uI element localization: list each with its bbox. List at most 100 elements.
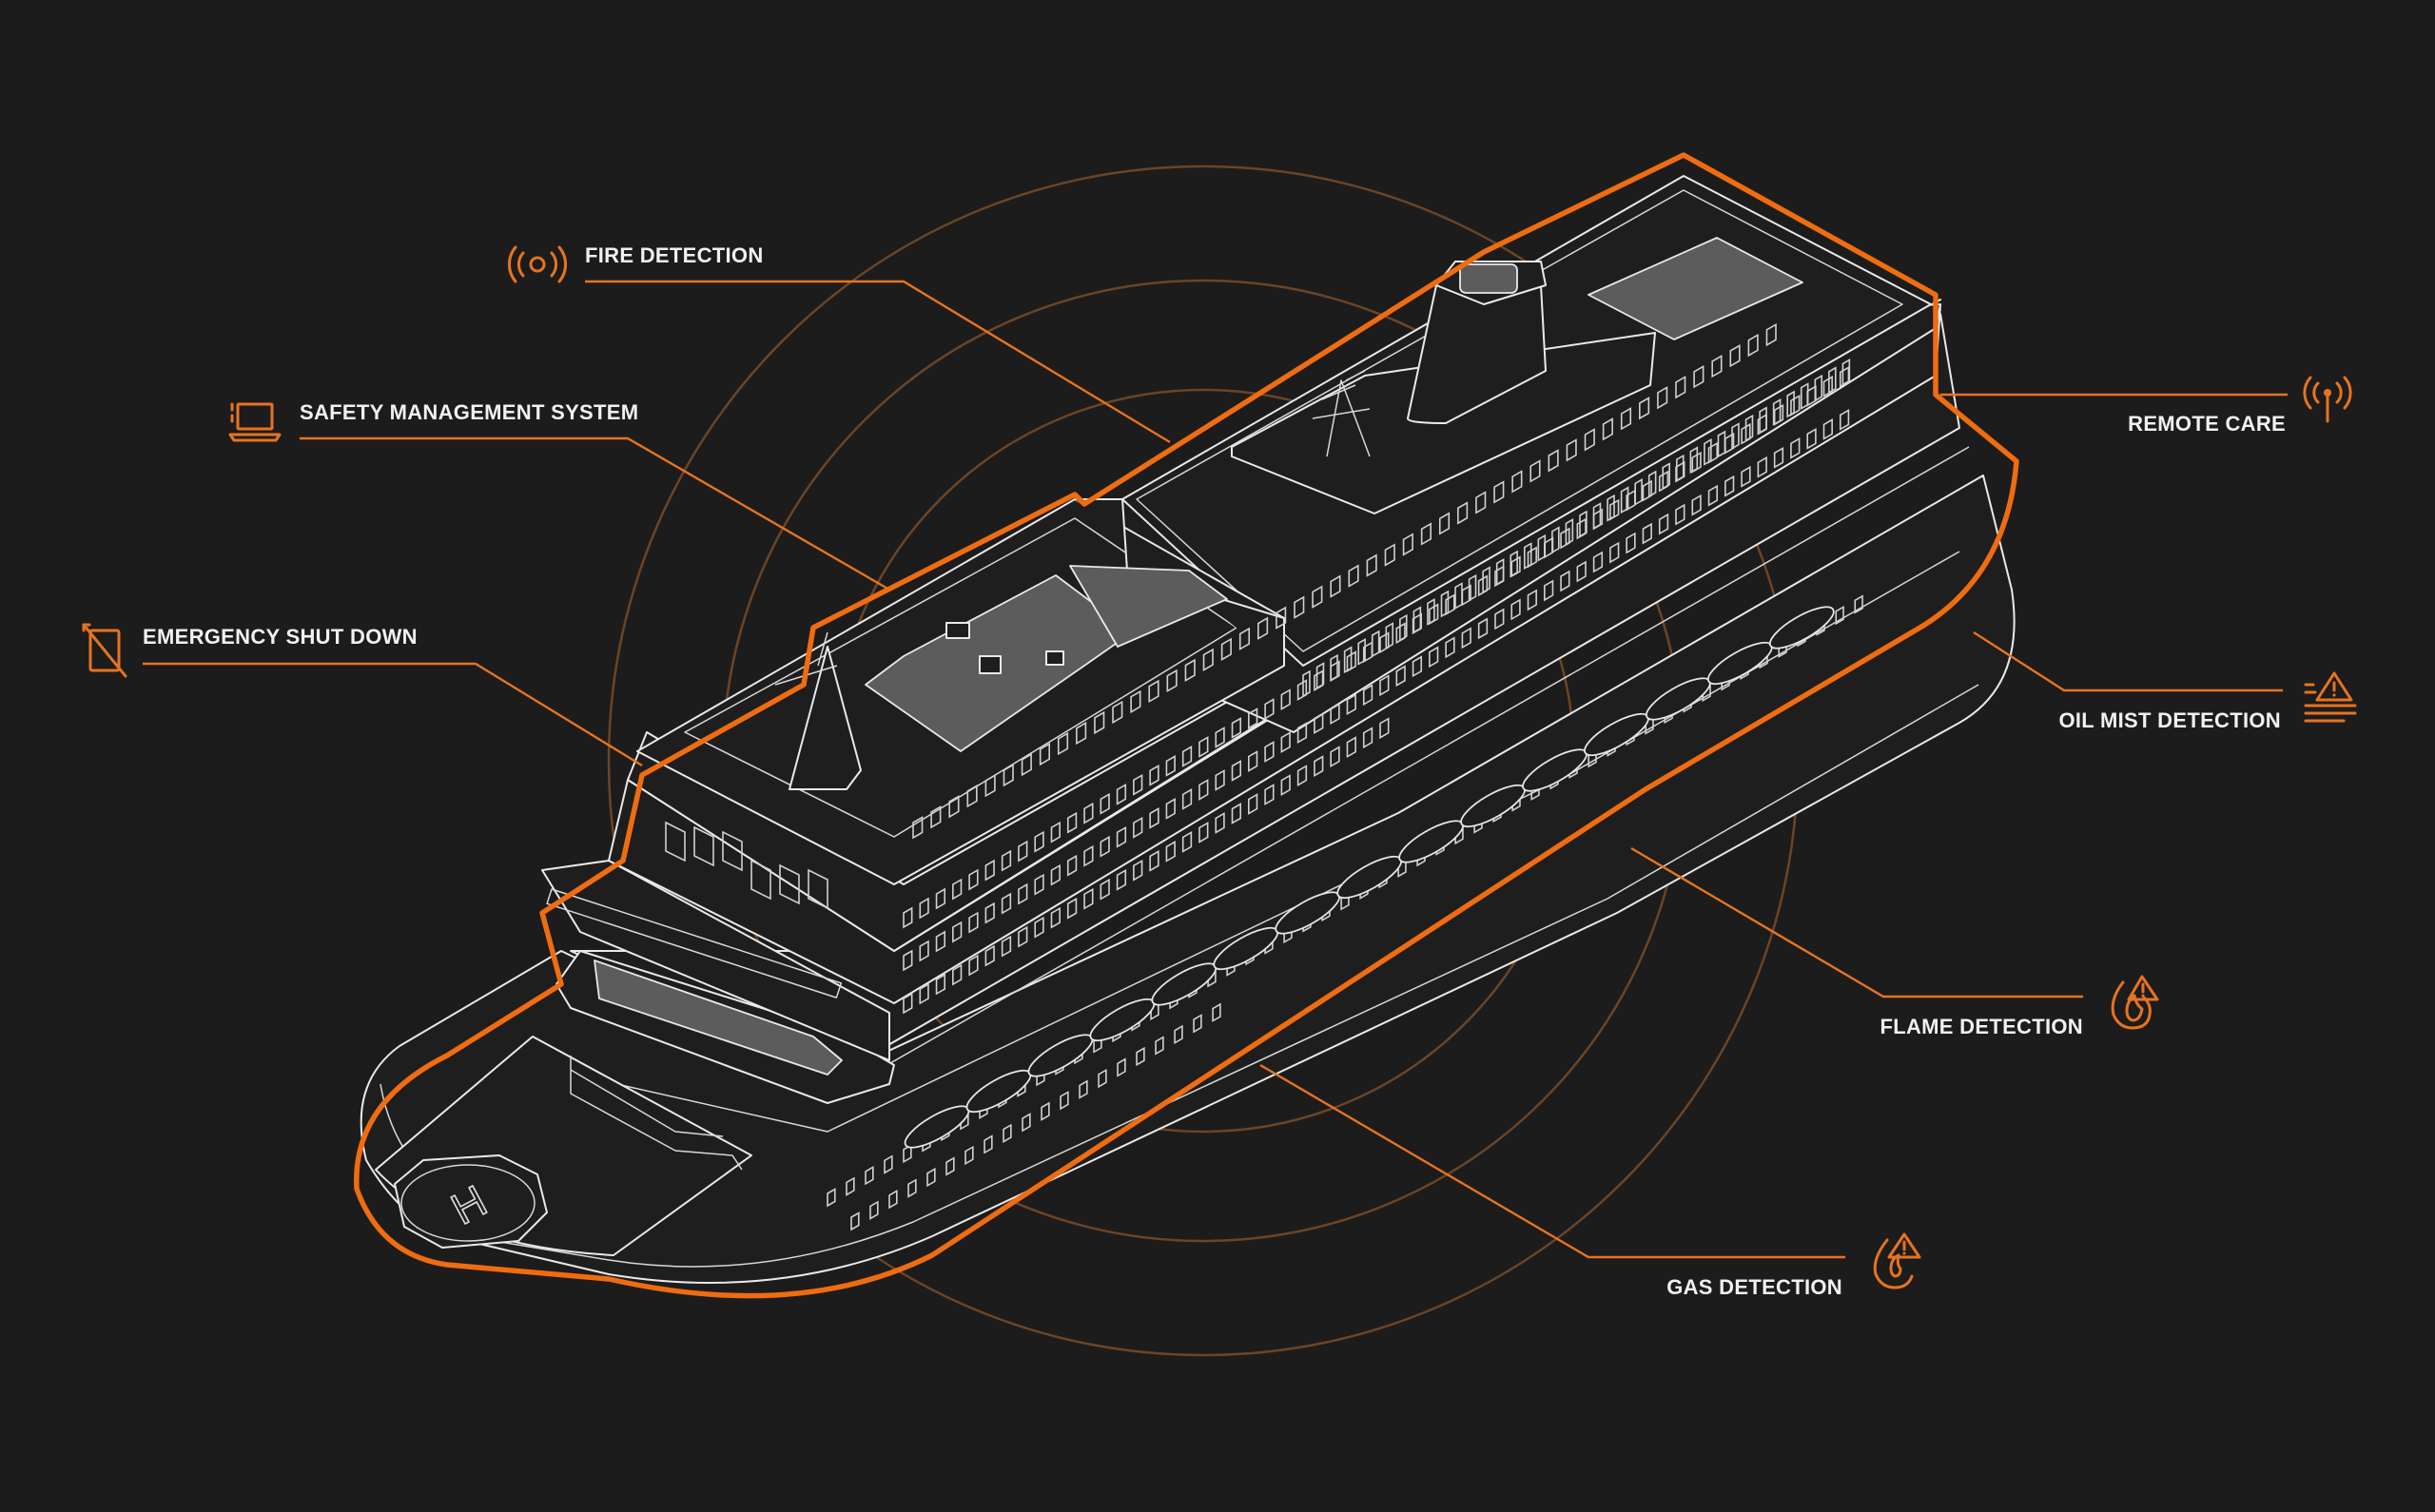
callout-leaders bbox=[143, 280, 2288, 1259]
cabin-window bbox=[1429, 646, 1439, 669]
cabin-window bbox=[1527, 546, 1537, 569]
deck-window bbox=[1057, 731, 1069, 756]
hull-waterline bbox=[408, 684, 1979, 1268]
cabin-window bbox=[1133, 859, 1143, 882]
cabin-window bbox=[984, 901, 995, 924]
forward-glass-deck bbox=[594, 960, 843, 1076]
deck-window bbox=[1202, 648, 1214, 671]
balcony-window bbox=[1343, 646, 1353, 674]
cabin-window bbox=[1658, 513, 1669, 535]
balcony-window bbox=[1800, 382, 1809, 410]
cabin-window bbox=[935, 930, 946, 953]
funnel-cap bbox=[1459, 263, 1518, 294]
cabin-window bbox=[984, 944, 995, 967]
helipad-octagon bbox=[394, 1154, 548, 1249]
balcony-window bbox=[1315, 662, 1325, 689]
cabin-window bbox=[919, 982, 929, 1005]
cabin-window bbox=[1592, 551, 1604, 573]
cabin-window bbox=[1165, 841, 1176, 863]
label-fire-detection: FIRE DETECTION bbox=[585, 243, 764, 267]
cabin-window bbox=[1018, 840, 1028, 863]
cabin-window bbox=[1198, 736, 1209, 758]
porthole bbox=[945, 1156, 955, 1176]
porthole bbox=[1854, 594, 1863, 614]
bridge-vent-3 bbox=[979, 655, 1002, 674]
cabin-window bbox=[1691, 494, 1702, 516]
gas-warning-icon bbox=[1873, 1232, 1921, 1289]
cabin-window bbox=[952, 878, 963, 901]
cabin-window bbox=[1264, 698, 1275, 720]
cabin-window bbox=[1231, 803, 1241, 824]
deck-window bbox=[1166, 669, 1178, 693]
label-gas-detection: GAS DETECTION bbox=[1666, 1275, 1842, 1299]
cabin-window bbox=[1018, 925, 1028, 948]
cabin-window bbox=[1395, 665, 1406, 688]
cabin-window bbox=[1231, 717, 1241, 739]
deck-window bbox=[1384, 543, 1395, 567]
cabin-window bbox=[935, 887, 946, 910]
superstructure-windows bbox=[903, 322, 1851, 1015]
deck-window bbox=[1584, 428, 1595, 452]
cabin-window bbox=[1116, 868, 1127, 891]
label-remote-care: REMOTE CARE bbox=[2128, 412, 2286, 436]
deck-window bbox=[1238, 627, 1251, 650]
cabin-window bbox=[1461, 627, 1471, 649]
cruise-ship: H bbox=[354, 152, 2019, 1299]
porthole bbox=[865, 1166, 874, 1186]
porthole bbox=[907, 1178, 917, 1198]
cabin-window bbox=[1675, 460, 1685, 483]
cabin-window bbox=[903, 949, 913, 972]
cabin-window bbox=[1314, 755, 1324, 778]
cabin-window bbox=[1034, 916, 1044, 939]
cabin-window bbox=[1296, 765, 1308, 786]
helipad-circle bbox=[400, 1164, 536, 1242]
cabin-window bbox=[1066, 811, 1078, 834]
label-emergency-shut-down: EMERGENCY SHUT DOWN bbox=[143, 625, 418, 649]
cabin-window bbox=[1198, 822, 1209, 843]
porthole bbox=[1098, 1068, 1107, 1089]
cabin-window bbox=[1346, 650, 1356, 673]
cabin-window bbox=[1280, 774, 1291, 796]
cabin-window bbox=[1215, 812, 1225, 834]
deck-window bbox=[1548, 449, 1559, 473]
cabin-window bbox=[984, 859, 995, 882]
cabin-window bbox=[1510, 598, 1521, 621]
porthole bbox=[984, 1134, 993, 1154]
sun-deck-panel bbox=[1588, 237, 1803, 340]
cabin-window bbox=[1839, 409, 1850, 431]
deck-window bbox=[1639, 397, 1650, 420]
cabin-window bbox=[1001, 935, 1012, 958]
porthole bbox=[888, 1190, 898, 1210]
porthole bbox=[1835, 605, 1844, 626]
deck-window bbox=[1039, 742, 1050, 766]
cabin-window bbox=[968, 954, 979, 977]
balcony-window bbox=[1385, 622, 1394, 649]
deck-window bbox=[1566, 438, 1577, 462]
cabin-window bbox=[1181, 831, 1193, 853]
cabin-window bbox=[1314, 712, 1324, 735]
balcony-window bbox=[1523, 542, 1532, 570]
bridge-vent-1 bbox=[945, 622, 970, 639]
forward-deck-tier-2 bbox=[541, 860, 890, 1061]
cabin-window bbox=[1477, 617, 1489, 640]
cabin-window bbox=[1362, 727, 1373, 749]
porthole bbox=[1041, 1101, 1050, 1121]
cabin-window bbox=[1626, 532, 1636, 554]
cabin-window bbox=[903, 906, 913, 929]
deck-window bbox=[1457, 501, 1469, 525]
porthole bbox=[869, 1200, 879, 1220]
cabin-window bbox=[1050, 906, 1061, 929]
deck-window bbox=[1602, 417, 1613, 441]
radar-mast-aft bbox=[1312, 370, 1371, 457]
balcony-window bbox=[1495, 558, 1505, 586]
cabin-window bbox=[1100, 878, 1110, 901]
balcony-window bbox=[1717, 430, 1726, 458]
porthole bbox=[850, 1212, 860, 1231]
cabin-window bbox=[1707, 441, 1719, 464]
deck-window bbox=[1348, 564, 1359, 588]
alarm-icon bbox=[508, 245, 567, 283]
forward-glass-roof bbox=[1069, 565, 1228, 648]
balcony-window bbox=[1607, 494, 1615, 522]
porthole bbox=[1079, 1079, 1088, 1099]
cabin-window bbox=[1280, 688, 1291, 710]
